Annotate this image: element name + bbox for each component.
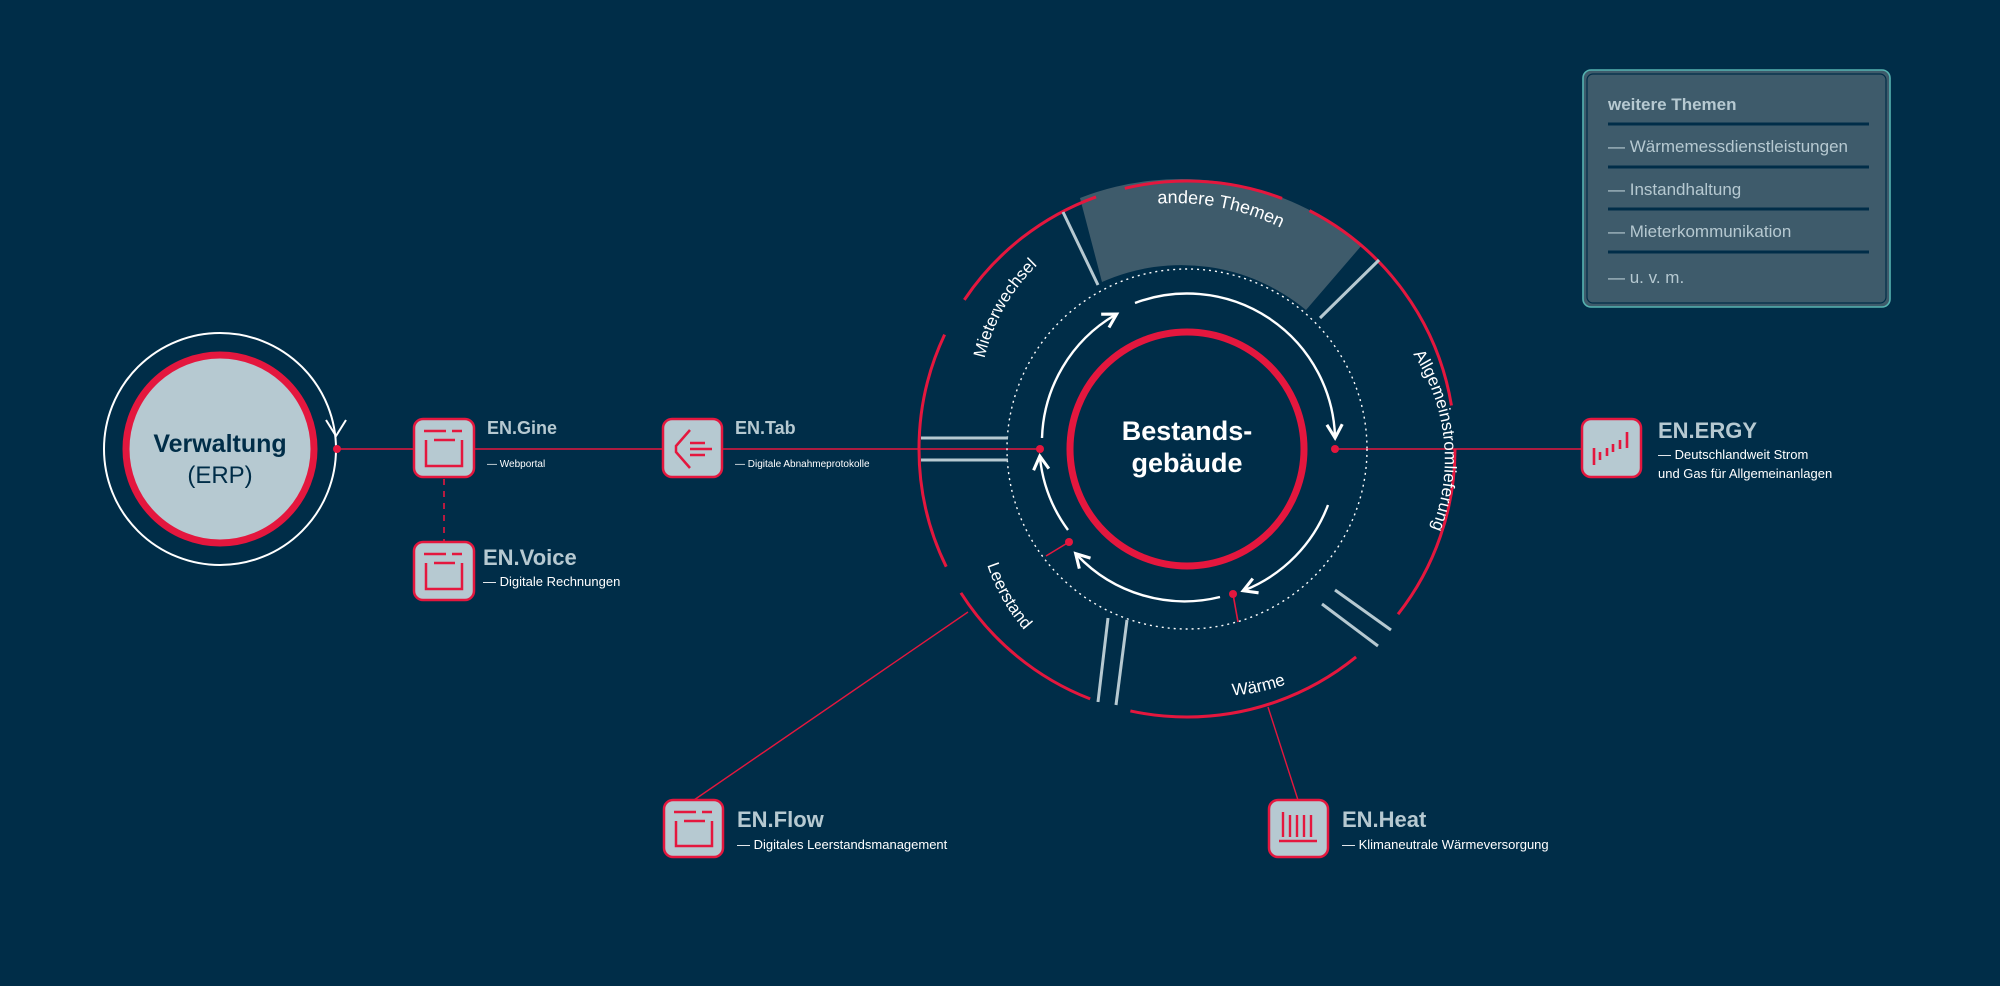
product-envoice[interactable]: EN.Voice — Digitale Rechnungen	[412, 540, 620, 602]
dotted-ring	[1006, 268, 1368, 630]
product-name-enflow: EN.Flow	[737, 807, 825, 832]
signal-bars-icon	[1592, 432, 1629, 465]
svg-text:Mieterwechsel: Mieterwechsel	[970, 254, 1040, 359]
center-title-line1: Bestands-	[1122, 416, 1253, 446]
segment-other	[1080, 178, 1362, 310]
connector-lines	[337, 448, 1582, 801]
cycle-arrows	[1032, 292, 1344, 603]
topics-item: — Instandhaltung	[1608, 180, 1741, 199]
connector-waerme-inner	[1232, 593, 1239, 623]
topics-item: — Wärmemessdienstleistungen	[1608, 137, 1848, 156]
product-name-entab: EN.Tab	[735, 418, 796, 438]
product-desc-enflow: — Digitales Leerstandsmanagement	[737, 837, 948, 852]
product-name-engine: EN.Gine	[487, 418, 557, 438]
segment-label-leerstand: Leerstand	[983, 560, 1036, 633]
radiator-icon	[1279, 812, 1317, 843]
segment-dividers	[921, 211, 1392, 706]
cycle-arrow-right	[1134, 292, 1344, 442]
portal-icon	[424, 429, 464, 468]
product-enheat[interactable]: EN.Heat — Klimaneutrale Wärmeversorgung	[1267, 798, 1549, 859]
product-desc-enheat: — Klimaneutrale Wärmeversorgung	[1342, 837, 1549, 852]
topics-item: — u. v. m.	[1608, 268, 1684, 287]
center-title-line2: gebäude	[1131, 448, 1242, 478]
topics-item: — Mieterkommunikation	[1608, 222, 1791, 241]
center-circle	[1066, 328, 1308, 570]
product-entab[interactable]: EN.Tab — Digitale Abnahmeprotokolle	[661, 417, 870, 479]
product-name-envoice: EN.Voice	[483, 545, 577, 570]
svg-text:Allgemeinstromlieferung: Allgemeinstromlieferung	[1410, 346, 1460, 534]
cycle-arrow-left	[1073, 551, 1221, 603]
erp-node: Verwaltung (ERP)	[103, 332, 347, 566]
erp-circle	[122, 351, 318, 547]
product-name-enheat: EN.Heat	[1342, 807, 1427, 832]
topics-title: weitere Themen	[1607, 95, 1737, 114]
connector-ring-enheat	[1267, 706, 1299, 801]
topics-box: weitere Themen — Wärmemessdienstleistung…	[1582, 69, 1891, 308]
flow-icon	[674, 810, 714, 848]
tablet-protocol-icon	[674, 429, 712, 469]
product-desc-envoice: — Digitale Rechnungen	[483, 574, 620, 589]
svg-text:Wärme: Wärme	[1231, 670, 1287, 699]
erp-arrow-icon	[325, 419, 347, 438]
building-ring: Bestands- gebäude andere Themen Mieterwe…	[917, 178, 1460, 719]
segment-label-waerme: Wärme	[1231, 670, 1287, 699]
segment-label-mieterwechsel: Mieterwechsel	[970, 254, 1040, 359]
invoice-icon	[424, 552, 464, 591]
product-desc-engine: — Webportal	[487, 459, 545, 470]
connector-ring-enflow	[693, 611, 969, 801]
product-energy[interactable]: EN.ERGY — Deutschlandweit Strom und Gas …	[1580, 417, 1832, 481]
cycle-arrow-top	[1040, 312, 1120, 439]
erp-title: Verwaltung	[153, 430, 286, 458]
svg-text:Leerstand: Leerstand	[983, 560, 1036, 633]
cycle-arrow-up	[1032, 453, 1069, 531]
product-name-energy: EN.ERGY	[1658, 418, 1757, 443]
product-desc-energy-2: und Gas für Allgemeinanlagen	[1658, 466, 1832, 481]
product-desc-entab: — Digitale Abnahmeprotokolle	[735, 459, 870, 470]
product-desc-energy-1: — Deutschlandweit Strom	[1658, 447, 1808, 462]
outer-ring-arc	[917, 179, 1457, 719]
erp-subtitle: (ERP)	[187, 462, 252, 489]
product-enflow[interactable]: EN.Flow — Digitales Leerstandsmanagement	[662, 798, 948, 859]
cycle-arrow-bottom	[1240, 504, 1330, 595]
segment-label-allgemeinstrom: Allgemeinstromlieferung	[1410, 346, 1460, 534]
product-engine[interactable]: EN.Gine — Webportal	[412, 417, 557, 479]
